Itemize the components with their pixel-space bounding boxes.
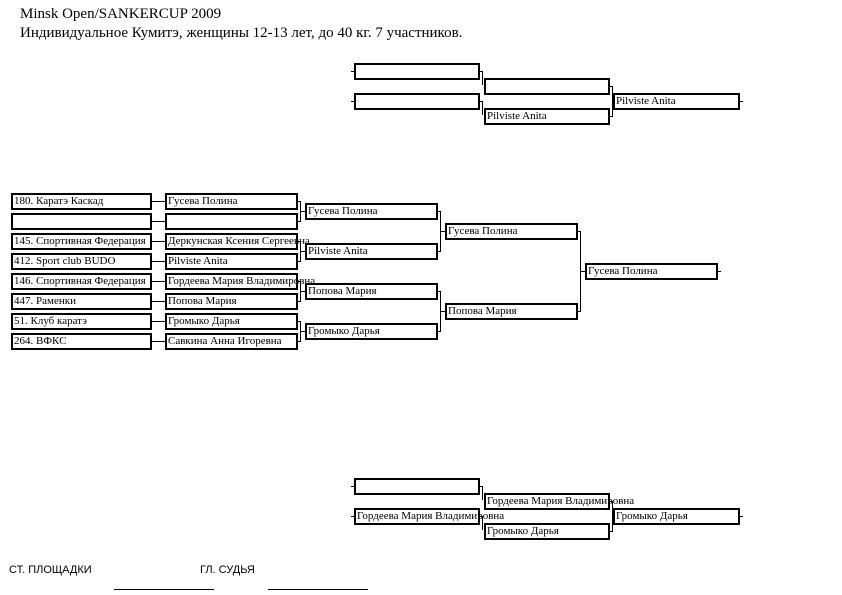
repechage-box (354, 63, 480, 80)
repechage-winner-box: Pilviste Anita (613, 93, 740, 110)
competitor-box: Громыко Дарья (165, 313, 298, 330)
chief-signature-line (268, 589, 368, 590)
club-box: 264. ВФКС (11, 333, 152, 350)
referee-signature-line (114, 589, 214, 590)
repechage-box: Гордеева Мария Владимировна (354, 508, 504, 525)
semifinal-box: Попова Мария (445, 303, 578, 320)
repechage-box: Pilviste Anita (484, 108, 610, 125)
competitor-box (165, 213, 298, 230)
club-box: 412. Sport club BUDO (11, 253, 152, 270)
club-box: 447. Раменки (11, 293, 152, 310)
competitor-box: Гусева Полина (165, 193, 298, 210)
competitor-box: Попова Мария (165, 293, 298, 310)
round2-box: Гусева Полина (305, 203, 438, 220)
repechage-box: Громыко Дарья (484, 523, 610, 540)
competitor-box: Гордеева Мария Владимировна (165, 273, 315, 290)
competitor-box: Деркунская Ксения Сергеевна (165, 233, 310, 250)
final-winner-box: Гусева Полина (585, 263, 718, 280)
competitor-box: Савкина Анна Игоревна (165, 333, 298, 350)
club-box (11, 213, 152, 230)
repechage-winner-box: Громыко Дарья (613, 508, 740, 525)
category-title: Индивидуальное Кумитэ, женщины 12-13 лет… (20, 25, 463, 41)
repechage-box (354, 478, 480, 495)
chief-judge-label: ГЛ. СУДЬЯ (200, 564, 255, 576)
club-box: 146. Спортивная Федерация (11, 273, 152, 290)
repechage-box (484, 78, 610, 95)
site-referee-label: СТ. ПЛОЩАДКИ (9, 564, 92, 576)
club-box: 51. Клуб каратэ (11, 313, 152, 330)
event-title: Minsk Open/SANKERCUP 2009 (20, 6, 222, 22)
semifinal-box: Гусева Полина (445, 223, 578, 240)
competitor-box: Pilviste Anita (165, 253, 298, 270)
round2-box: Громыко Дарья (305, 323, 438, 340)
club-box: 180. Каратэ Каскад (11, 193, 152, 210)
club-box: 145. Спортивная Федерация (11, 233, 152, 250)
repechage-box (354, 93, 480, 110)
round2-box: Попова Мария (305, 283, 438, 300)
round2-box: Pilviste Anita (305, 243, 438, 260)
repechage-box: Гордеева Мария Владимировна (484, 493, 634, 510)
